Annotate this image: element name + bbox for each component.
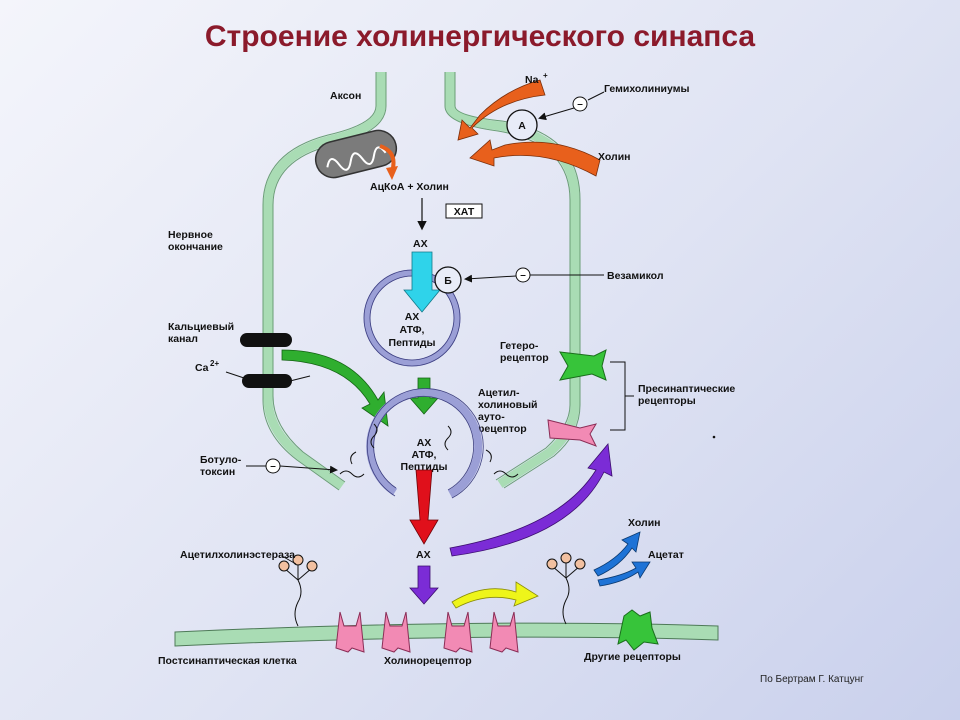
svg-text:–: – [270, 461, 276, 472]
svg-text:Ацетил-: Ацетил- [478, 387, 520, 399]
svg-text:Гетеро-: Гетеро- [500, 340, 539, 352]
svg-text:АХ: АХ [405, 311, 420, 323]
ach-uptake-arrow [403, 251, 441, 313]
svg-text:рецепторы: рецепторы [638, 395, 696, 407]
svg-text:АХ: АХ [417, 437, 432, 449]
svg-text:Постсинаптическая клетка: Постсинаптическая клетка [158, 655, 297, 667]
synaptic-vesicle-docked [366, 388, 483, 498]
svg-text:Везамикол: Везамикол [607, 270, 664, 282]
acetylcholinesterase-left [278, 554, 318, 627]
svg-text:Ацетилхолинэстераза: Ацетилхолинэстераза [180, 549, 295, 561]
svg-text:рецептор: рецептор [500, 352, 549, 364]
svg-text:АХ: АХ [413, 238, 428, 250]
ach-diffusion-arrow [409, 565, 439, 605]
svg-text:А: А [518, 120, 526, 132]
ach-release-arrow [409, 469, 439, 545]
svg-text:АТФ,: АТФ, [412, 449, 437, 461]
svg-text:ХАТ: ХАТ [454, 206, 475, 218]
calcium-channel [240, 333, 292, 347]
acetylcholine-autoreceptor [547, 419, 598, 447]
calcium-influx-arrow [281, 349, 389, 427]
choline-recycle-arrow [593, 531, 641, 577]
svg-text:холиновый: холиновый [478, 399, 538, 411]
svg-text:Холин: Холин [628, 517, 660, 529]
svg-text:Ботуло-: Ботуло- [200, 454, 242, 466]
svg-text:Нервное: Нервное [168, 229, 213, 241]
svg-text:Ca: Ca [195, 362, 209, 374]
autoreceptor-feedback-arrow [449, 443, 613, 557]
svg-text:Na: Na [525, 74, 539, 86]
svg-text:рецептор: рецептор [478, 423, 527, 435]
choline-uptake-arrow [469, 139, 601, 177]
ach-to-esterase-arrow [451, 581, 539, 609]
transporter-b [434, 266, 462, 294]
svg-text:Б: Б [444, 275, 452, 287]
heteroreceptor [559, 349, 607, 381]
chat-box [445, 203, 483, 219]
acetylcholinesterase-right [546, 552, 586, 625]
svg-text:Холин: Холин [598, 151, 630, 163]
mitochondrion [314, 129, 398, 179]
svg-text:Холинорецептор: Холинорецептор [384, 655, 472, 667]
svg-text:окончание: окончание [168, 241, 223, 253]
svg-text:Пептиды: Пептиды [401, 461, 448, 473]
svg-text:Гемихолиниумы: Гемихолиниумы [604, 83, 689, 95]
acetate-arrow [597, 561, 651, 587]
svg-text:Пресинаптические: Пресинаптические [638, 383, 735, 395]
svg-text:2+: 2+ [210, 359, 219, 368]
source-credit: По Бертрам Г. Катцунг [760, 674, 864, 685]
hemicholinium-minus-icon [572, 96, 588, 112]
svg-text:Кальциевый: Кальциевый [168, 321, 234, 333]
other-receptor [617, 609, 659, 651]
cholinoreceptors [335, 611, 519, 653]
sodium-arrow [457, 79, 546, 141]
svg-text:канал: канал [168, 333, 198, 345]
svg-text:–: – [577, 99, 583, 110]
svg-text:АцКоА + Холин: АцКоА + Холин [370, 181, 449, 193]
svg-text:–: – [520, 270, 526, 281]
svg-text:Пептиды: Пептиды [389, 337, 436, 349]
slide-title: Строение холинергического синапса [204, 20, 756, 53]
svg-text:Аксон: Аксон [330, 90, 361, 102]
svg-text:АХ: АХ [416, 549, 431, 561]
svg-text:Другие рецепторы: Другие рецепторы [584, 651, 681, 663]
svg-text:токсин: токсин [200, 466, 235, 478]
svg-text:+: + [543, 71, 548, 80]
svg-text:Ацетат: Ацетат [648, 549, 684, 561]
transporter-a [506, 109, 538, 141]
svg-text:АТФ,: АТФ, [400, 324, 425, 336]
svg-text:ауто-: ауто- [478, 411, 505, 423]
